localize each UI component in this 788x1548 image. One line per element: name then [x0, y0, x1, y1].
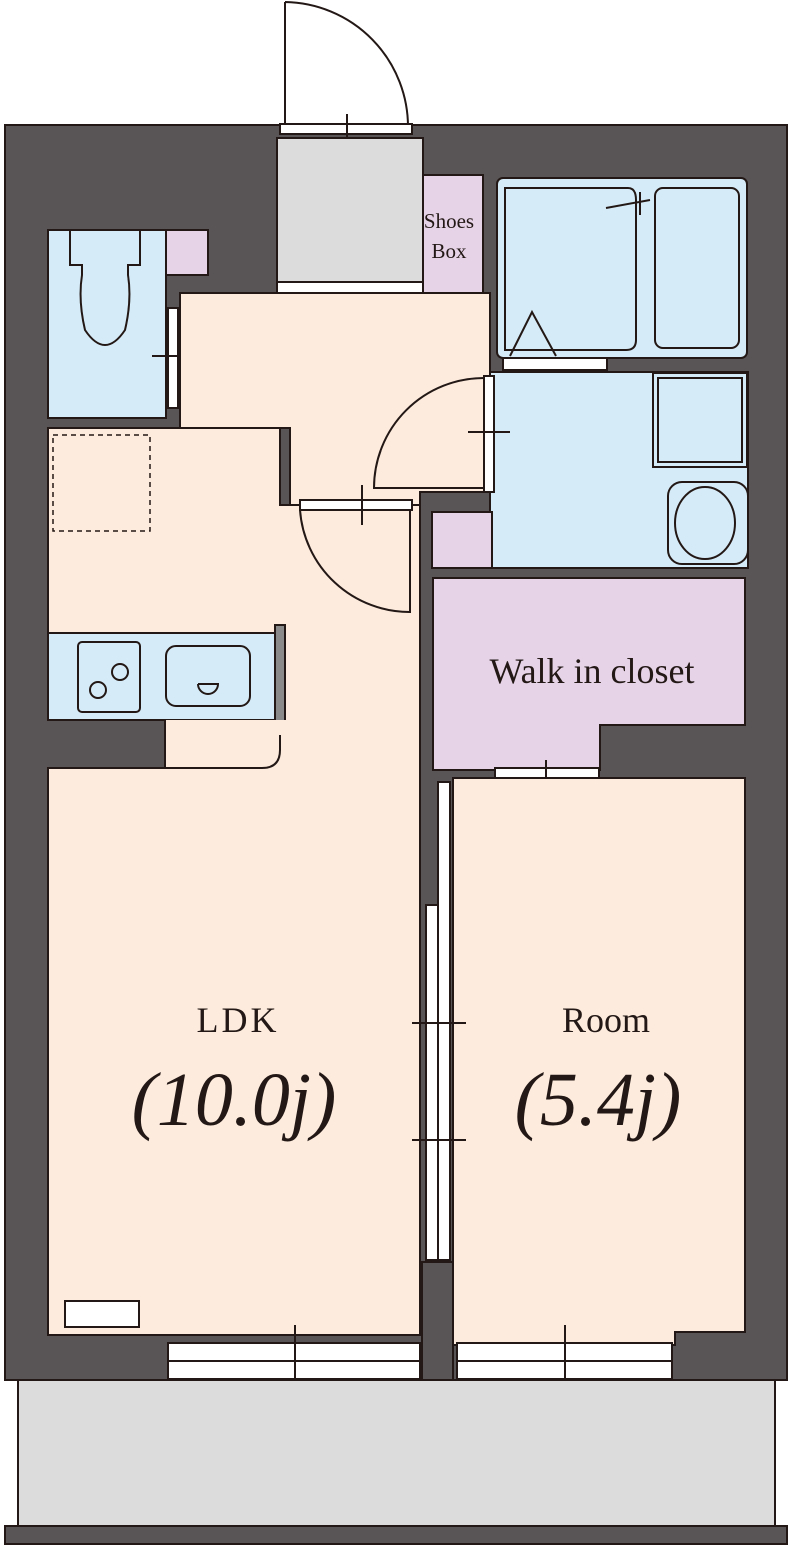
ldk-window	[167, 1325, 421, 1398]
ldk-size: (10.0j)	[132, 1058, 337, 1142]
room-window	[456, 1325, 673, 1398]
entrance	[276, 137, 424, 283]
bathroom-door	[502, 357, 608, 371]
fridge-space	[52, 434, 151, 532]
ldk-label: LDK	[197, 1000, 280, 1040]
balcony-rail	[4, 1525, 788, 1545]
ldk-room	[47, 767, 421, 1336]
sink-icon	[165, 645, 251, 707]
toilet-room	[47, 229, 167, 419]
shoes-box-label-1: Shoes	[424, 209, 474, 233]
toilet-shelf	[165, 229, 209, 276]
storage-small	[431, 511, 493, 569]
hall-door	[299, 485, 413, 614]
shoes-box-label-2: Box	[431, 239, 467, 263]
ldk-kitchen-join	[166, 720, 419, 770]
counter-panel	[274, 624, 286, 736]
entrance-door	[279, 1, 413, 144]
bathroom	[496, 177, 748, 359]
bathtub	[654, 187, 740, 349]
washroom	[489, 371, 749, 569]
stove-icon	[77, 641, 141, 713]
walk-in-closet-label: Walk in closet	[489, 651, 694, 691]
shoes-box	[422, 174, 484, 294]
balcony	[17, 1379, 776, 1527]
toilet-icon	[69, 230, 141, 346]
room-size: (5.4j)	[515, 1058, 682, 1142]
sliding-partition	[412, 781, 466, 1261]
room-label: Room	[562, 1000, 650, 1040]
walk-in-closet	[432, 577, 746, 771]
washing-machine-space	[652, 372, 748, 468]
partition-wall	[421, 1261, 454, 1381]
aircon-icon	[64, 1300, 140, 1328]
shower-icon	[504, 187, 651, 357]
washbasin-icon	[667, 481, 749, 565]
washroom-door	[372, 375, 510, 493]
